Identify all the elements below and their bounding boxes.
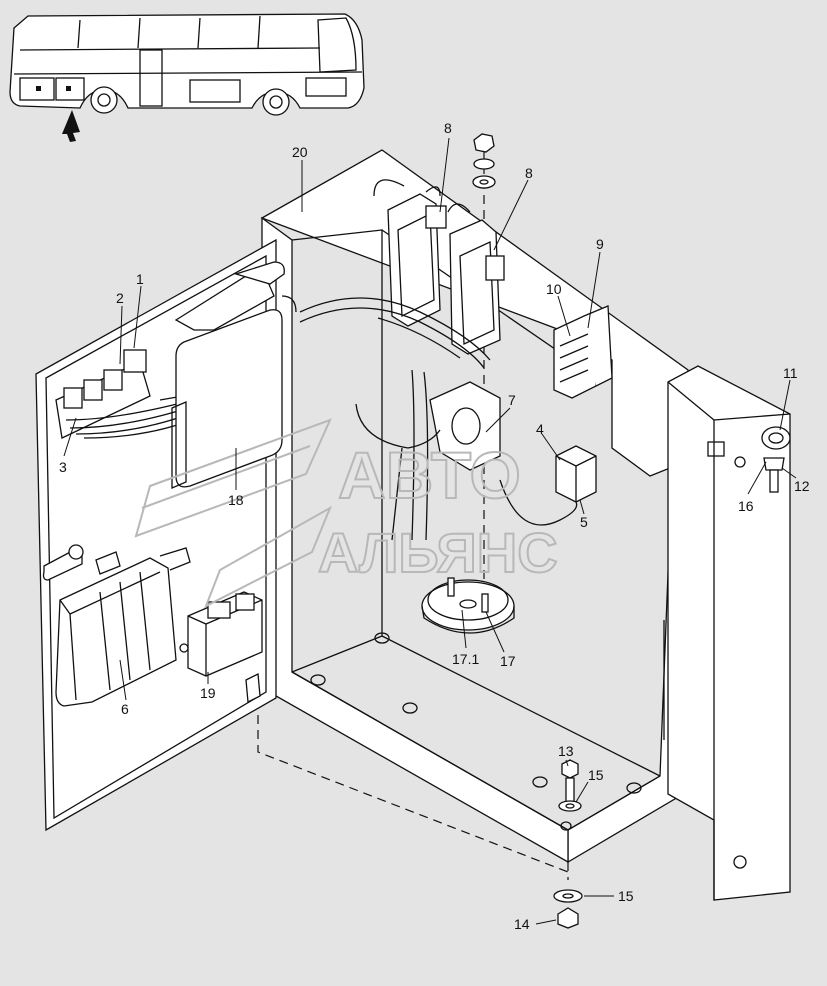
relay-strip bbox=[55, 349, 207, 439]
callout-8b: 8 bbox=[525, 165, 533, 181]
bus-locator-icon bbox=[9, 13, 365, 116]
callout-12: 12 bbox=[794, 478, 810, 494]
right-door bbox=[667, 365, 791, 901]
leader-lines bbox=[63, 137, 797, 925]
door-lock bbox=[761, 426, 791, 493]
callout-10: 10 bbox=[546, 281, 562, 297]
callout-14: 14 bbox=[514, 916, 530, 932]
wiring-harness bbox=[299, 297, 597, 541]
callout-8a: 8 bbox=[444, 120, 452, 136]
callout-1: 1 bbox=[136, 271, 144, 287]
callout-7: 7 bbox=[508, 392, 516, 408]
callout-17-1: 17.1 bbox=[452, 651, 479, 667]
module-6 bbox=[55, 547, 191, 707]
callout-4: 4 bbox=[536, 421, 544, 437]
callout-11: 11 bbox=[783, 365, 798, 381]
location-arrow-icon bbox=[62, 110, 80, 142]
callout-17: 17 bbox=[500, 653, 516, 669]
callout-3: 3 bbox=[59, 459, 67, 475]
module-19 bbox=[179, 591, 263, 677]
fastener-set bbox=[553, 759, 583, 929]
callout-9: 9 bbox=[596, 236, 604, 252]
callout-19: 19 bbox=[200, 685, 216, 701]
callout-15b: 15 bbox=[618, 888, 634, 904]
watermark-line1: АВТО bbox=[338, 438, 521, 512]
callout-labels: 20 8 8 9 10 1 2 3 7 4 5 11 12 16 18 6 19… bbox=[59, 120, 810, 932]
callout-5: 5 bbox=[580, 514, 588, 530]
callout-2: 2 bbox=[116, 290, 124, 306]
terminal-block bbox=[553, 305, 613, 399]
top-hardware bbox=[472, 133, 496, 189]
callout-20: 20 bbox=[292, 144, 308, 160]
callout-18: 18 bbox=[228, 492, 244, 508]
callout-6: 6 bbox=[121, 701, 129, 717]
circuit-board-8 bbox=[373, 179, 505, 355]
callout-16: 16 bbox=[738, 498, 754, 514]
base-17 bbox=[421, 577, 515, 634]
control-unit-18 bbox=[171, 261, 297, 489]
callout-15a: 15 bbox=[588, 767, 604, 783]
callout-13: 13 bbox=[558, 743, 574, 759]
watermark-line2: АЛЬЯНС bbox=[318, 521, 558, 584]
watermark-logo: АВТО АЛЬЯНС bbox=[134, 418, 559, 609]
